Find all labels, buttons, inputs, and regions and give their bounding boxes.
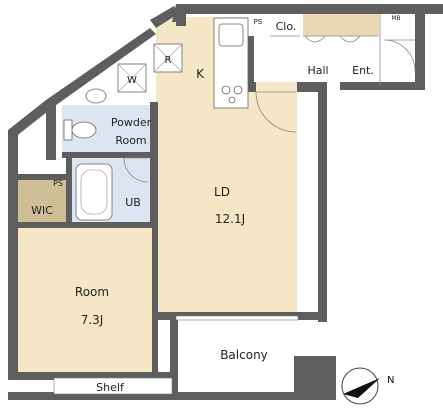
- toilet-tank: [63, 119, 73, 141]
- wic-label: WIC: [31, 204, 53, 217]
- ld-label: LD: [214, 185, 230, 199]
- ub-label: UB: [125, 196, 141, 209]
- washer-label: W: [127, 75, 137, 86]
- powder-label-line2: Room: [115, 134, 146, 147]
- kitchen-label: K: [196, 67, 205, 81]
- shelf-label: Shelf: [96, 381, 125, 394]
- mb-label: MB: [391, 15, 400, 22]
- ps-left-label: PS: [53, 179, 63, 188]
- toilet-icon: [71, 121, 97, 139]
- ld-door: [255, 91, 297, 133]
- ps-top-label: PS: [254, 18, 263, 26]
- room-label: Room: [75, 285, 109, 299]
- room-floor: [16, 224, 156, 374]
- closet-doors: [270, 14, 381, 86]
- stove-burner-icon: [233, 85, 243, 95]
- balcony-floor: [176, 320, 298, 392]
- wic-floor: [16, 178, 68, 224]
- compass-icon: N: [341, 367, 394, 405]
- stove-burner-icon: [221, 85, 231, 95]
- entrance-door: [383, 39, 416, 72]
- balcony-rail: [175, 315, 299, 321]
- bathtub: [75, 163, 113, 221]
- room-size-label: 7.3J: [81, 313, 104, 327]
- basin-icon: [85, 88, 107, 104]
- ld-size-label: 12.1J: [215, 212, 245, 226]
- balcony-label: Balcony: [220, 348, 268, 362]
- kitchen-counter: [213, 17, 249, 109]
- hall-label: Hall: [307, 64, 328, 77]
- powder-label-line1: Powder: [111, 116, 152, 129]
- entrance-label: Ent.: [352, 64, 374, 77]
- ld-floor: [156, 17, 297, 315]
- sink-icon: [218, 23, 244, 47]
- ub-door: [123, 157, 149, 183]
- shelf-band: [53, 377, 173, 395]
- closet-label: Clo.: [276, 20, 297, 33]
- refrigerator-label: R: [165, 55, 172, 66]
- stove-burner-icon: [228, 96, 236, 104]
- closet-highlight: [303, 14, 379, 36]
- compass-north-label: N: [387, 375, 394, 386]
